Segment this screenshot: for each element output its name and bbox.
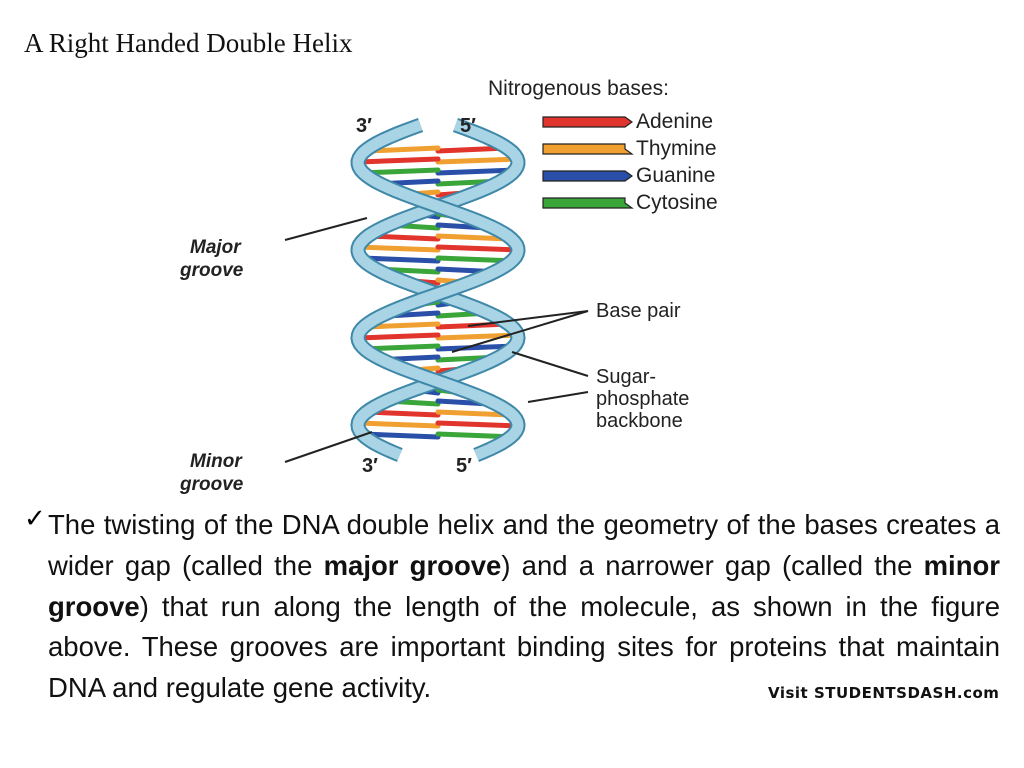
legend-guanine: Guanine	[636, 164, 716, 187]
base-pair-leader-2	[451, 310, 589, 353]
base-pair-label: Base pair	[596, 300, 681, 322]
body-paragraph: The twisting of the DNA double helix and…	[48, 509, 1000, 704]
sugar-phosphate-backbone	[350, 117, 526, 462]
backbone-leader-2	[527, 391, 589, 403]
base-right	[364, 321, 441, 330]
base-right	[366, 145, 441, 154]
end-label-top-right: 5′	[460, 115, 476, 137]
dna-double-helix-figure	[284, 116, 634, 463]
legend-adenine: Adenine	[636, 110, 714, 133]
legend-swatches	[542, 116, 634, 209]
base-left	[355, 244, 441, 253]
base-right	[355, 332, 441, 341]
base-right	[435, 233, 511, 242]
legend-title: Nitrogenous bases:	[488, 77, 669, 100]
legend-swatch-cytosine	[542, 197, 634, 209]
backbone-leader-1	[511, 351, 589, 377]
base-left	[355, 420, 441, 429]
base-pair-leader-1	[467, 310, 589, 327]
major-groove-term: major groove	[323, 549, 502, 581]
base-right	[435, 409, 512, 418]
minor-groove-leader	[284, 431, 373, 463]
backbone-strand-b	[352, 119, 524, 461]
end-label-top-left: 3′	[356, 115, 372, 137]
minor-groove-label: Minor groove	[180, 451, 244, 495]
end-label-bottom-left: 3′	[362, 455, 378, 477]
base-right	[435, 420, 521, 429]
leader-lines	[284, 217, 589, 463]
watermark: Visit STUDENTSDASH.com	[768, 684, 1000, 702]
base-left	[359, 431, 441, 440]
base-left	[435, 167, 518, 176]
legend-swatch-guanine	[542, 170, 634, 182]
major-groove-leader	[284, 217, 368, 241]
legend-swatch-adenine	[542, 116, 634, 128]
base-left	[435, 343, 517, 352]
slide-title: A Right Handed Double Helix	[24, 28, 353, 58]
end-label-bottom-right: 5′	[456, 455, 472, 477]
backbone-label: Sugar- phosphate backbone	[596, 366, 690, 432]
checkmark-bullet-icon: ✓	[24, 503, 46, 533]
legend-swatch-thymine	[542, 143, 634, 155]
base-right	[435, 244, 521, 253]
base-left	[358, 255, 441, 264]
major-groove-label: Major groove	[180, 237, 244, 281]
legend-cytosine: Cytosine	[636, 191, 718, 214]
minor-groove-term: minor groove	[48, 549, 1000, 622]
base-right	[356, 156, 441, 165]
legend-thymine: Thymine	[636, 137, 717, 160]
base-left	[435, 156, 520, 165]
